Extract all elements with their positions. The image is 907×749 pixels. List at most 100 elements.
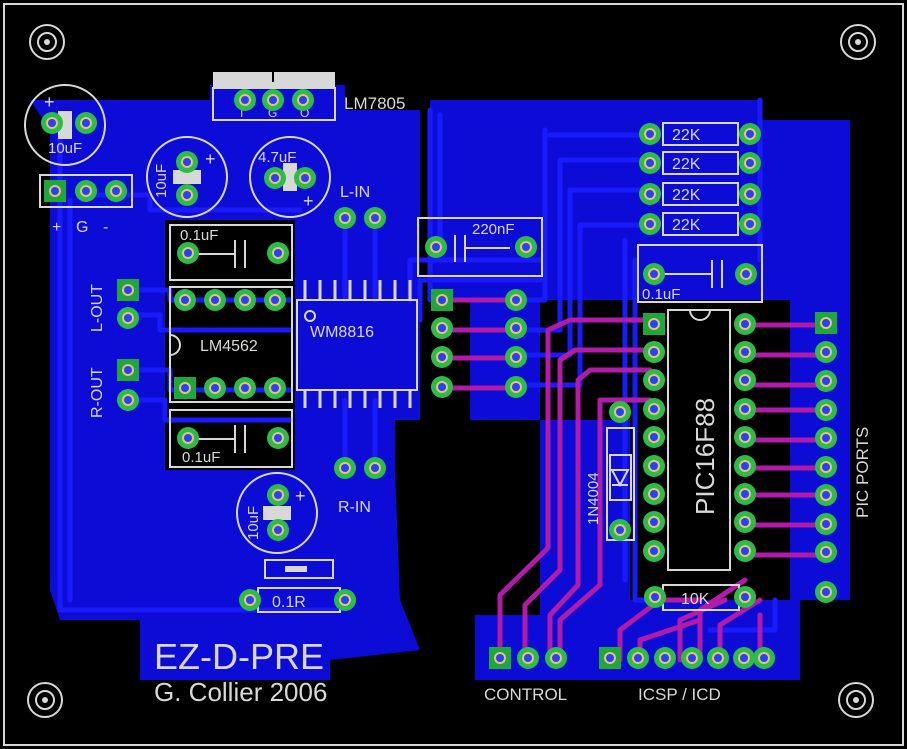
solder-pad bbox=[334, 589, 356, 611]
solder-pad bbox=[735, 263, 757, 285]
solder-pad bbox=[267, 242, 289, 264]
solder-pad bbox=[264, 377, 286, 399]
resistor-22k-label: 22K bbox=[672, 127, 701, 144]
resistor-10k-label: 10K bbox=[681, 591, 710, 608]
solder-pad bbox=[174, 289, 196, 311]
solder-pad bbox=[545, 647, 567, 669]
solder-pad bbox=[643, 263, 665, 285]
solder-pad bbox=[234, 289, 256, 311]
reg-pin-g: G bbox=[268, 106, 277, 120]
solder-pad bbox=[815, 427, 837, 449]
mcu-pic16f88: PIC16F88 bbox=[667, 309, 731, 571]
resistor-22k-label: 22K bbox=[672, 187, 701, 204]
solder-pad bbox=[681, 647, 703, 669]
solder-pad bbox=[734, 511, 756, 533]
solder-pad bbox=[41, 112, 63, 134]
solder-pad bbox=[734, 455, 756, 477]
cap-10uf-label-a: 10uF bbox=[48, 140, 82, 157]
resistor-22k-4: 22K bbox=[662, 212, 739, 236]
solder-pad bbox=[815, 456, 837, 478]
solder-pad bbox=[264, 167, 286, 189]
l-out-label: L-OUT bbox=[89, 284, 106, 332]
mounting-hole-tr bbox=[840, 24, 876, 60]
solder-pad bbox=[734, 586, 756, 608]
adc-wm8816: WM8816 bbox=[296, 280, 418, 408]
solder-pad bbox=[75, 180, 97, 202]
solder-pad bbox=[644, 586, 666, 608]
solder-pad bbox=[431, 317, 453, 339]
solder-pad bbox=[177, 427, 199, 449]
solder-pad bbox=[117, 279, 139, 301]
solder-pad bbox=[734, 369, 756, 391]
solder-pad bbox=[639, 213, 661, 235]
solder-pad bbox=[643, 455, 665, 477]
solder-pad bbox=[44, 180, 66, 202]
resistor-22k-label: 22K bbox=[672, 156, 701, 173]
solder-pad bbox=[639, 123, 661, 145]
solder-pad bbox=[174, 377, 196, 399]
solder-pad bbox=[262, 89, 284, 111]
mounting-hole-br bbox=[838, 682, 874, 718]
cap-10uf-mid: + 10uF bbox=[146, 136, 228, 218]
pic-ports-label: PIC PORTS bbox=[853, 427, 872, 518]
resistor-22k-2: 22K bbox=[662, 151, 739, 175]
r-in-label: R-IN bbox=[338, 499, 371, 516]
cap-4u7-label: 4.7uF bbox=[258, 149, 296, 166]
solder-pad bbox=[334, 207, 356, 229]
solder-pad bbox=[815, 581, 837, 603]
cap-01uf-bottom: 0.1uF bbox=[169, 409, 293, 468]
r-out-label: R-OUT bbox=[89, 367, 106, 418]
cap-plus: + bbox=[44, 92, 55, 112]
solder-pad bbox=[489, 647, 511, 669]
cap-01uf-label-a: 0.1uF bbox=[180, 227, 218, 244]
cap-4u7: 4.7uF + bbox=[249, 136, 331, 218]
solder-pad bbox=[739, 213, 761, 235]
solder-pad bbox=[239, 589, 261, 611]
reg-pin-o: O bbox=[300, 106, 309, 120]
solder-pad bbox=[105, 180, 127, 202]
solder-pad bbox=[292, 89, 314, 111]
solder-pad bbox=[334, 457, 356, 479]
solder-pad bbox=[505, 317, 527, 339]
board-title: EZ-D-PRE bbox=[154, 636, 324, 677]
solder-pad bbox=[204, 289, 226, 311]
board-outline bbox=[3, 3, 904, 746]
solder-pad bbox=[815, 370, 837, 392]
cap-plus: + bbox=[205, 149, 216, 169]
solder-pad bbox=[75, 112, 97, 134]
solder-pad bbox=[177, 242, 199, 264]
board-author: G. Collier 2006 bbox=[154, 677, 327, 707]
cap-01uf-label-b: 0.1uF bbox=[182, 449, 220, 466]
solder-pad bbox=[639, 183, 661, 205]
cap-01uf-label-c: 0.1uF bbox=[642, 286, 680, 303]
cap-10uf-label-c: 10uF bbox=[245, 506, 262, 540]
solder-pad bbox=[364, 207, 386, 229]
solder-pad bbox=[643, 483, 665, 505]
solder-pad bbox=[264, 289, 286, 311]
solder-pad bbox=[734, 313, 756, 335]
solder-pad bbox=[517, 647, 539, 669]
power-header: + G - bbox=[39, 174, 133, 236]
cap-10uf-label-b: 10uF bbox=[153, 164, 170, 198]
cap-220nf: 220nF bbox=[417, 217, 543, 277]
solder-pad bbox=[643, 511, 665, 533]
icsp-label: ICSP / ICD bbox=[638, 685, 721, 704]
diode-label: 1N4004 bbox=[585, 472, 602, 525]
mounting-hole-tl bbox=[29, 24, 65, 60]
solder-pad bbox=[117, 389, 139, 411]
solder-pad bbox=[643, 398, 665, 420]
solder-pad bbox=[204, 377, 226, 399]
solder-pad bbox=[515, 236, 537, 258]
r-in-connector: R-IN bbox=[338, 499, 371, 516]
solder-pad bbox=[505, 346, 527, 368]
resistor-0r1-label: 0.1R bbox=[272, 594, 306, 611]
solder-pad bbox=[609, 401, 631, 423]
solder-pad bbox=[609, 519, 631, 541]
solder-pad bbox=[643, 426, 665, 448]
control-label: CONTROL bbox=[484, 685, 567, 704]
power-plus-label: + bbox=[52, 219, 61, 236]
solder-pad bbox=[643, 313, 665, 335]
solder-pad bbox=[734, 483, 756, 505]
solder-pad bbox=[815, 312, 837, 334]
